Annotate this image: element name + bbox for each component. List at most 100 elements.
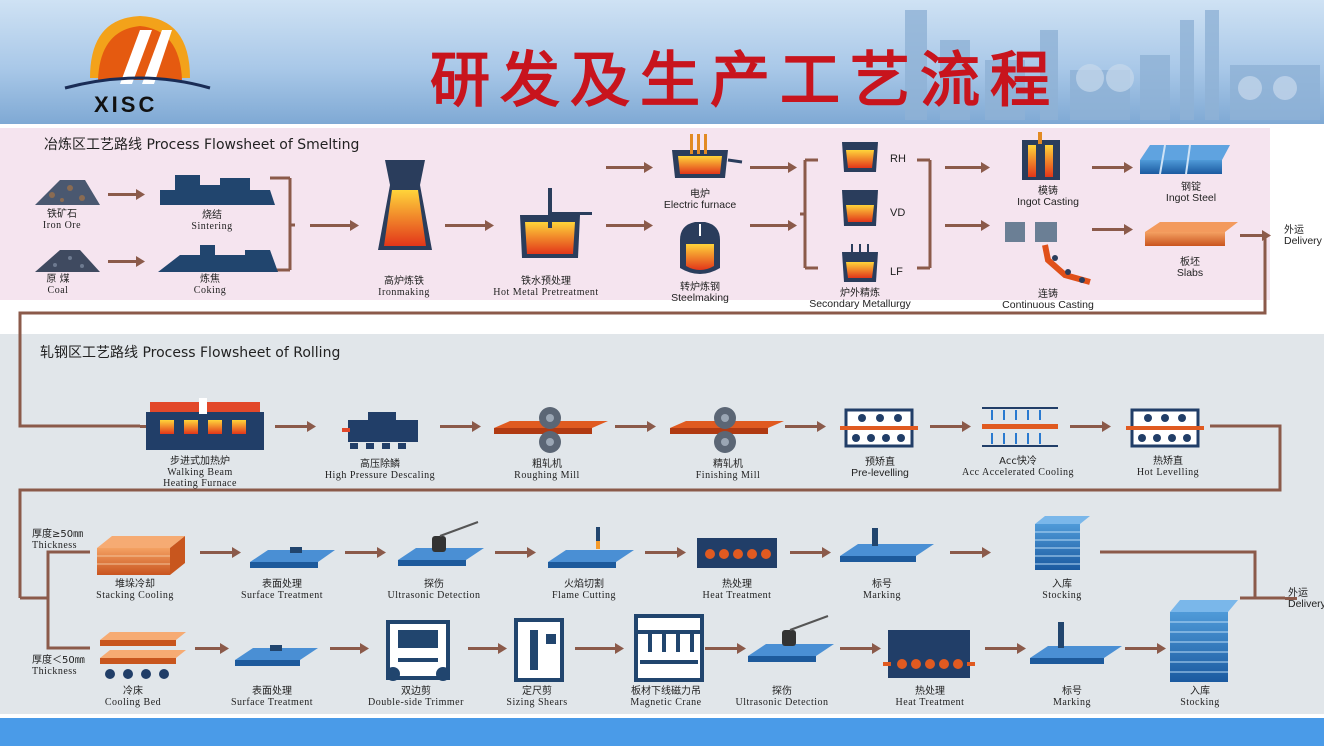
arrow: [785, 421, 826, 432]
blast-furnace-icon: [378, 160, 432, 250]
arrow: [140, 425, 150, 428]
roughing-mill-icon: [494, 407, 608, 453]
magnetic-crane-icon: [634, 614, 704, 682]
arrow: [195, 643, 229, 654]
cooling-bed-icon: [100, 632, 186, 679]
arrow: [1092, 224, 1133, 235]
converter-icon: [680, 222, 720, 274]
arrow: [310, 220, 359, 231]
arrow: [1285, 597, 1297, 600]
arrow: [445, 220, 494, 231]
ingot-steel-icon: [1140, 144, 1230, 175]
arrow: [108, 256, 145, 267]
arrow: [930, 421, 971, 432]
arrow: [108, 189, 145, 200]
arrow: [615, 421, 656, 432]
stocking-icon: [1170, 600, 1238, 682]
rh-vessel-icon: [842, 142, 878, 172]
arrow: [440, 421, 481, 432]
sintering-icon: [160, 175, 275, 205]
surface-treatment-icon: [250, 547, 335, 568]
sizing-shears-icon: [514, 618, 564, 682]
lf-tag: LF: [890, 266, 903, 278]
flow-arrows: [108, 162, 1297, 654]
route-thick-branch: [46, 550, 90, 598]
arrow: [200, 547, 241, 558]
smelting-section-title: 冶炼区工艺路线 Process Flowsheet of Smelting: [44, 137, 360, 153]
arrow: [950, 547, 991, 558]
rolling-section-title: 轧钢区工艺路线 Process Flowsheet of Rolling: [40, 345, 341, 361]
continuous-casting-icon: [1005, 222, 1091, 285]
rh-tag: RH: [890, 153, 906, 165]
hot-levelling-icon: [1126, 408, 1204, 448]
accelerated-cooling-icon: [982, 407, 1058, 447]
arrow: [345, 547, 386, 558]
stacking-cooling-icon: [97, 536, 185, 575]
ingot-casting-icon: [1022, 132, 1060, 180]
arrow: [645, 547, 686, 558]
arrow: [750, 162, 797, 173]
marking-icon: [840, 528, 934, 562]
arrow: [330, 643, 369, 654]
arrow: [1125, 643, 1166, 654]
vd-tag: VD: [890, 207, 906, 219]
finishing-mill-icon: [670, 407, 784, 453]
page-title: 研发及生产工艺流程: [430, 46, 1060, 116]
heat-treatment-icon: [883, 630, 975, 678]
heat-treatment-icon: [697, 538, 777, 568]
marking-icon: [1030, 622, 1122, 664]
logo-text: XISC: [94, 92, 157, 117]
arrow: [606, 162, 653, 173]
coal-icon: [35, 250, 100, 272]
stocking-icon: [1035, 516, 1090, 570]
arrow: [985, 643, 1026, 654]
ultrasonic-detection-icon: [748, 615, 834, 662]
route-thin-branch: [46, 598, 90, 650]
route-smelting-to-rolling: [18, 236, 1267, 428]
double-side-trimmer-icon: [386, 620, 450, 681]
slab-icon: [1145, 222, 1238, 246]
arrow: [840, 643, 881, 654]
arrow: [945, 162, 990, 173]
surface-treatment-icon: [235, 645, 318, 666]
arrow: [945, 220, 990, 231]
coking-icon: [158, 245, 278, 272]
arrow: [495, 547, 536, 558]
arrow: [1070, 421, 1111, 432]
ultrasonic-detection-icon: [398, 521, 484, 566]
header-banner: XISC 研发及生产工艺流程: [0, 0, 1324, 124]
arrow: [1240, 230, 1271, 241]
walking-beam-furnace-icon: [146, 398, 264, 450]
